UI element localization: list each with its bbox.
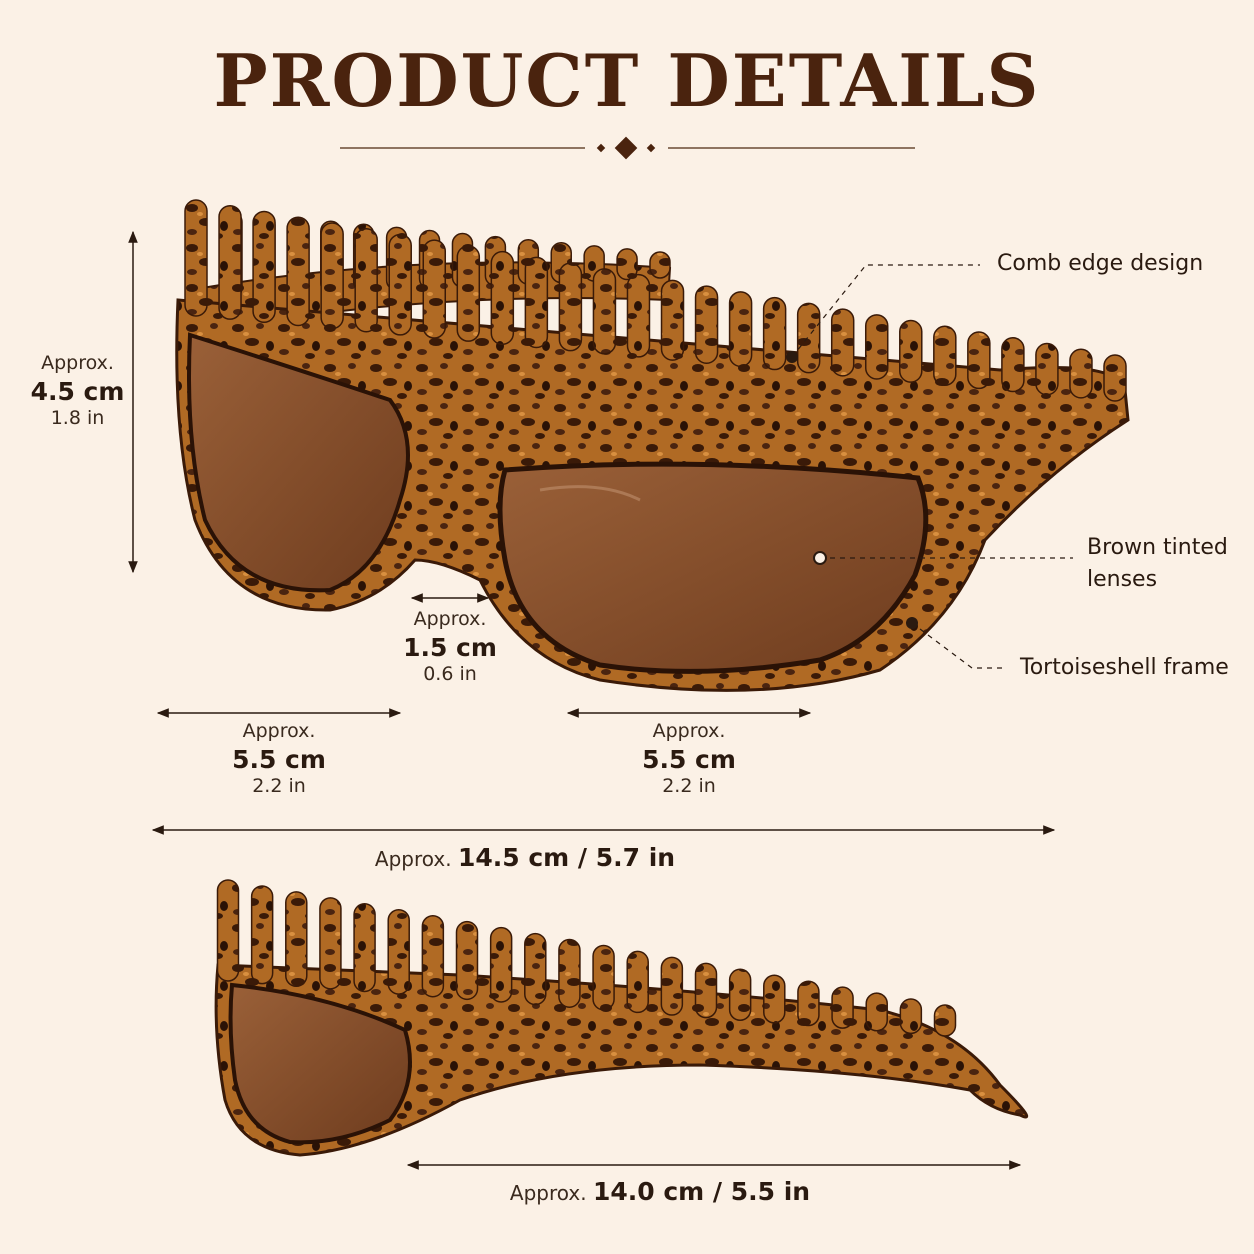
- right-lens: [497, 461, 929, 674]
- lens-left-prefix: Approx.: [242, 720, 316, 742]
- comb-tooth: [184, 199, 208, 317]
- temple-length-label: Approx. 14.0 cm / 5.5 in: [455, 1177, 865, 1206]
- comb-tooth: [421, 914, 445, 998]
- comb-tooth: [865, 992, 888, 1032]
- comb-tooth: [694, 285, 719, 364]
- comb-tooth: [616, 248, 638, 281]
- page-title: PRODUCT DETAILS: [213, 38, 1041, 123]
- callout-lenses: Brown tinted lenses: [1087, 532, 1228, 596]
- comb-tooth: [831, 986, 854, 1029]
- bridge-inch: 0.6 in: [423, 663, 477, 685]
- comb-tooth: [320, 222, 344, 330]
- comb-tooth: [387, 909, 410, 995]
- lens-right-inch: 2.2 in: [662, 775, 716, 797]
- comb-tooth: [649, 251, 671, 279]
- comb-tooth: [490, 250, 515, 346]
- total-width-label: Approx. 14.5 cm / 5.7 in: [320, 843, 730, 872]
- height-cm: 4.5 cm: [30, 376, 125, 406]
- height-label: Approx. 4.5 cm 1.8 in: [20, 352, 135, 431]
- comb-tooth: [286, 216, 310, 327]
- comb-tooth: [728, 291, 753, 368]
- bridge-prefix: Approx.: [413, 608, 487, 630]
- comb-tooth: [626, 950, 649, 1014]
- comb-tooth: [558, 262, 583, 352]
- comb-tooth: [694, 962, 718, 1019]
- callout-lenses-line2: lenses: [1087, 566, 1158, 592]
- comb-tooth: [388, 233, 412, 336]
- comb-tooth: [489, 926, 513, 1003]
- comb-tooth: [967, 331, 991, 390]
- comb-tooth: [660, 956, 684, 1016]
- lens-right-prefix: Approx.: [652, 720, 726, 742]
- comb-tooth: [250, 885, 274, 985]
- total-width-prefix: Approx.: [374, 847, 452, 871]
- bridge-cm: 1.5 cm: [403, 632, 497, 662]
- comb-tooth: [592, 268, 617, 355]
- comb-tooth: [422, 239, 447, 339]
- comb-tooth: [762, 296, 787, 371]
- lens-left-inch: 2.2 in: [252, 775, 306, 797]
- comb-tooth: [899, 998, 923, 1035]
- comb-tooth: [796, 302, 821, 374]
- comb-tooth: [1069, 348, 1093, 399]
- title-divider: [340, 136, 915, 160]
- comb-tooth: [1103, 354, 1127, 402]
- comb-tooth: [763, 974, 786, 1024]
- comb-tooth: [830, 308, 855, 377]
- total-width-value: 14.5 cm / 5.7 in: [457, 843, 676, 872]
- callout-frame: Tortoiseshell frame: [1020, 655, 1229, 680]
- height-inch: 1.8 in: [50, 407, 105, 429]
- comb-tooth: [592, 944, 615, 1011]
- comb-tooth: [899, 319, 923, 383]
- sunglasses-front-view: [175, 199, 1130, 692]
- bridge-label: Approx. 1.5 cm 0.6 in: [390, 608, 510, 687]
- comb-tooth: [285, 891, 308, 987]
- callout-leaders: [786, 264, 1073, 669]
- comb-tooth: [216, 879, 240, 982]
- comb-tooth: [252, 210, 276, 324]
- comb-tooth: [319, 897, 342, 990]
- comb-tooth: [933, 325, 957, 387]
- comb-tooth: [524, 932, 547, 1006]
- comb-tooth: [864, 314, 889, 380]
- height-prefix: Approx.: [41, 352, 114, 374]
- sunglasses-side-view: [214, 879, 1029, 1157]
- comb-tooth: [456, 245, 481, 342]
- left-lens: [187, 332, 410, 593]
- lens-right-cm: 5.5 cm: [642, 744, 736, 774]
- comb-tooth: [1035, 342, 1059, 396]
- side-lens: [228, 982, 412, 1145]
- comb-tooth: [728, 968, 752, 1022]
- lens-left-cm: 5.5 cm: [232, 744, 326, 774]
- comb-tooth: [524, 256, 549, 349]
- comb-tooth: [626, 273, 651, 358]
- comb-tooth: [353, 903, 376, 993]
- callout-lenses-line1: Brown tinted: [1087, 535, 1228, 560]
- comb-tooth: [558, 938, 581, 1008]
- comb-tooth: [933, 1004, 957, 1037]
- comb-tooth: [455, 920, 479, 1001]
- comb-tooth: [218, 204, 242, 320]
- comb-tooth: [354, 227, 378, 333]
- temple-length-prefix: Approx.: [509, 1181, 587, 1205]
- callout-comb-edge: Comb edge design: [997, 251, 1204, 276]
- lens-left-label: Approx. 5.5 cm 2.2 in: [209, 720, 349, 799]
- comb-tooth: [660, 279, 685, 361]
- comb-tooth: [1001, 337, 1025, 393]
- temple-length-value: 14.0 cm / 5.5 in: [592, 1177, 811, 1206]
- comb-tooth: [797, 980, 820, 1027]
- lens-right-label: Approx. 5.5 cm 2.2 in: [619, 720, 759, 799]
